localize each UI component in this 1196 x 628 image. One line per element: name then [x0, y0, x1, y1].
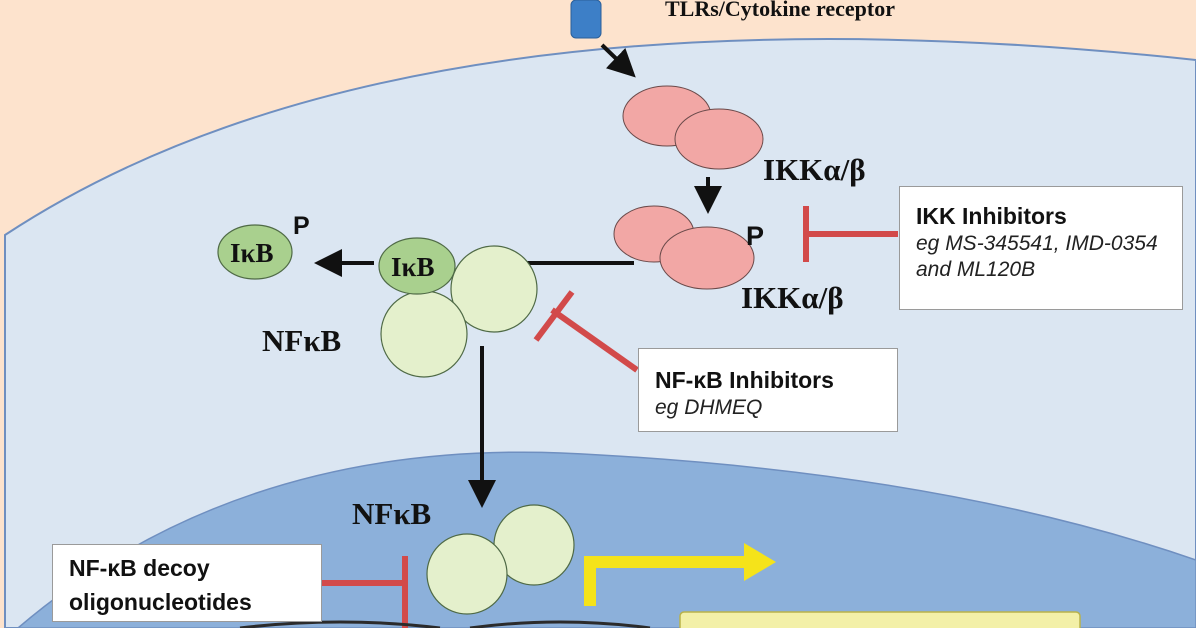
receptor-label: TLRs/Cytokine receptor: [665, 0, 895, 21]
nfkb-inhibitor-bar: [533, 290, 575, 342]
ikk-beta-phosphorylated: [659, 226, 755, 290]
ikk-inhibitors-title: IKK Inhibitors: [916, 203, 1067, 229]
ikk-phospho-label: P: [746, 221, 764, 251]
ikk-label-bottom: IKKα/β: [741, 280, 844, 315]
nfkb-subunit-left: [380, 290, 468, 378]
ikk-beta: [674, 108, 764, 170]
transcription-arrow: [584, 556, 748, 606]
receptor: [570, 0, 602, 39]
decoy-oligonucleotides-box: NF-κB decoy oligonucleotides: [52, 544, 322, 622]
ikk-inhibitors-box: IKK Inhibitors eg MS-345541, IMD-0354 an…: [899, 186, 1183, 310]
dna-strand: [239, 620, 651, 628]
target-gene-box: [679, 611, 1081, 628]
nfkb-nucleus-label: NFκB: [352, 496, 431, 531]
ikk-inhibitors-examples: eg MS-345541, IMD-0354 and ML120B: [916, 232, 1158, 281]
ikb-bound-label: IκB: [391, 252, 435, 282]
nfkb-subunit-right: [450, 245, 538, 333]
nfkb-cytoplasm-label: NFκB: [262, 323, 341, 358]
ikb-phospho-label: P: [293, 212, 310, 240]
transcription-arrowhead: [744, 543, 776, 581]
nfkb-inhibitor-line: [550, 307, 639, 373]
decoy-oligonucleotides-title: NF-κB decoy oligonucleotides: [69, 555, 252, 615]
ikb-free-phosphorylated: [217, 224, 293, 280]
receptor-to-ikk-arrow: [600, 43, 636, 78]
nfkb-nuclear-subunit-left: [426, 533, 508, 615]
nfkb-inhibitors-title: NF-κB Inhibitors: [655, 367, 834, 393]
nfkb-inhibitors-examples: eg DHMEQ: [655, 396, 763, 419]
nfkb-inhibitors-box: NF-κB Inhibitors eg DHMEQ: [638, 348, 898, 432]
ikk-label-top: IKKα/β: [763, 152, 866, 187]
ikb-free-label: IκB: [230, 238, 274, 268]
ikb-bound: [378, 237, 456, 295]
